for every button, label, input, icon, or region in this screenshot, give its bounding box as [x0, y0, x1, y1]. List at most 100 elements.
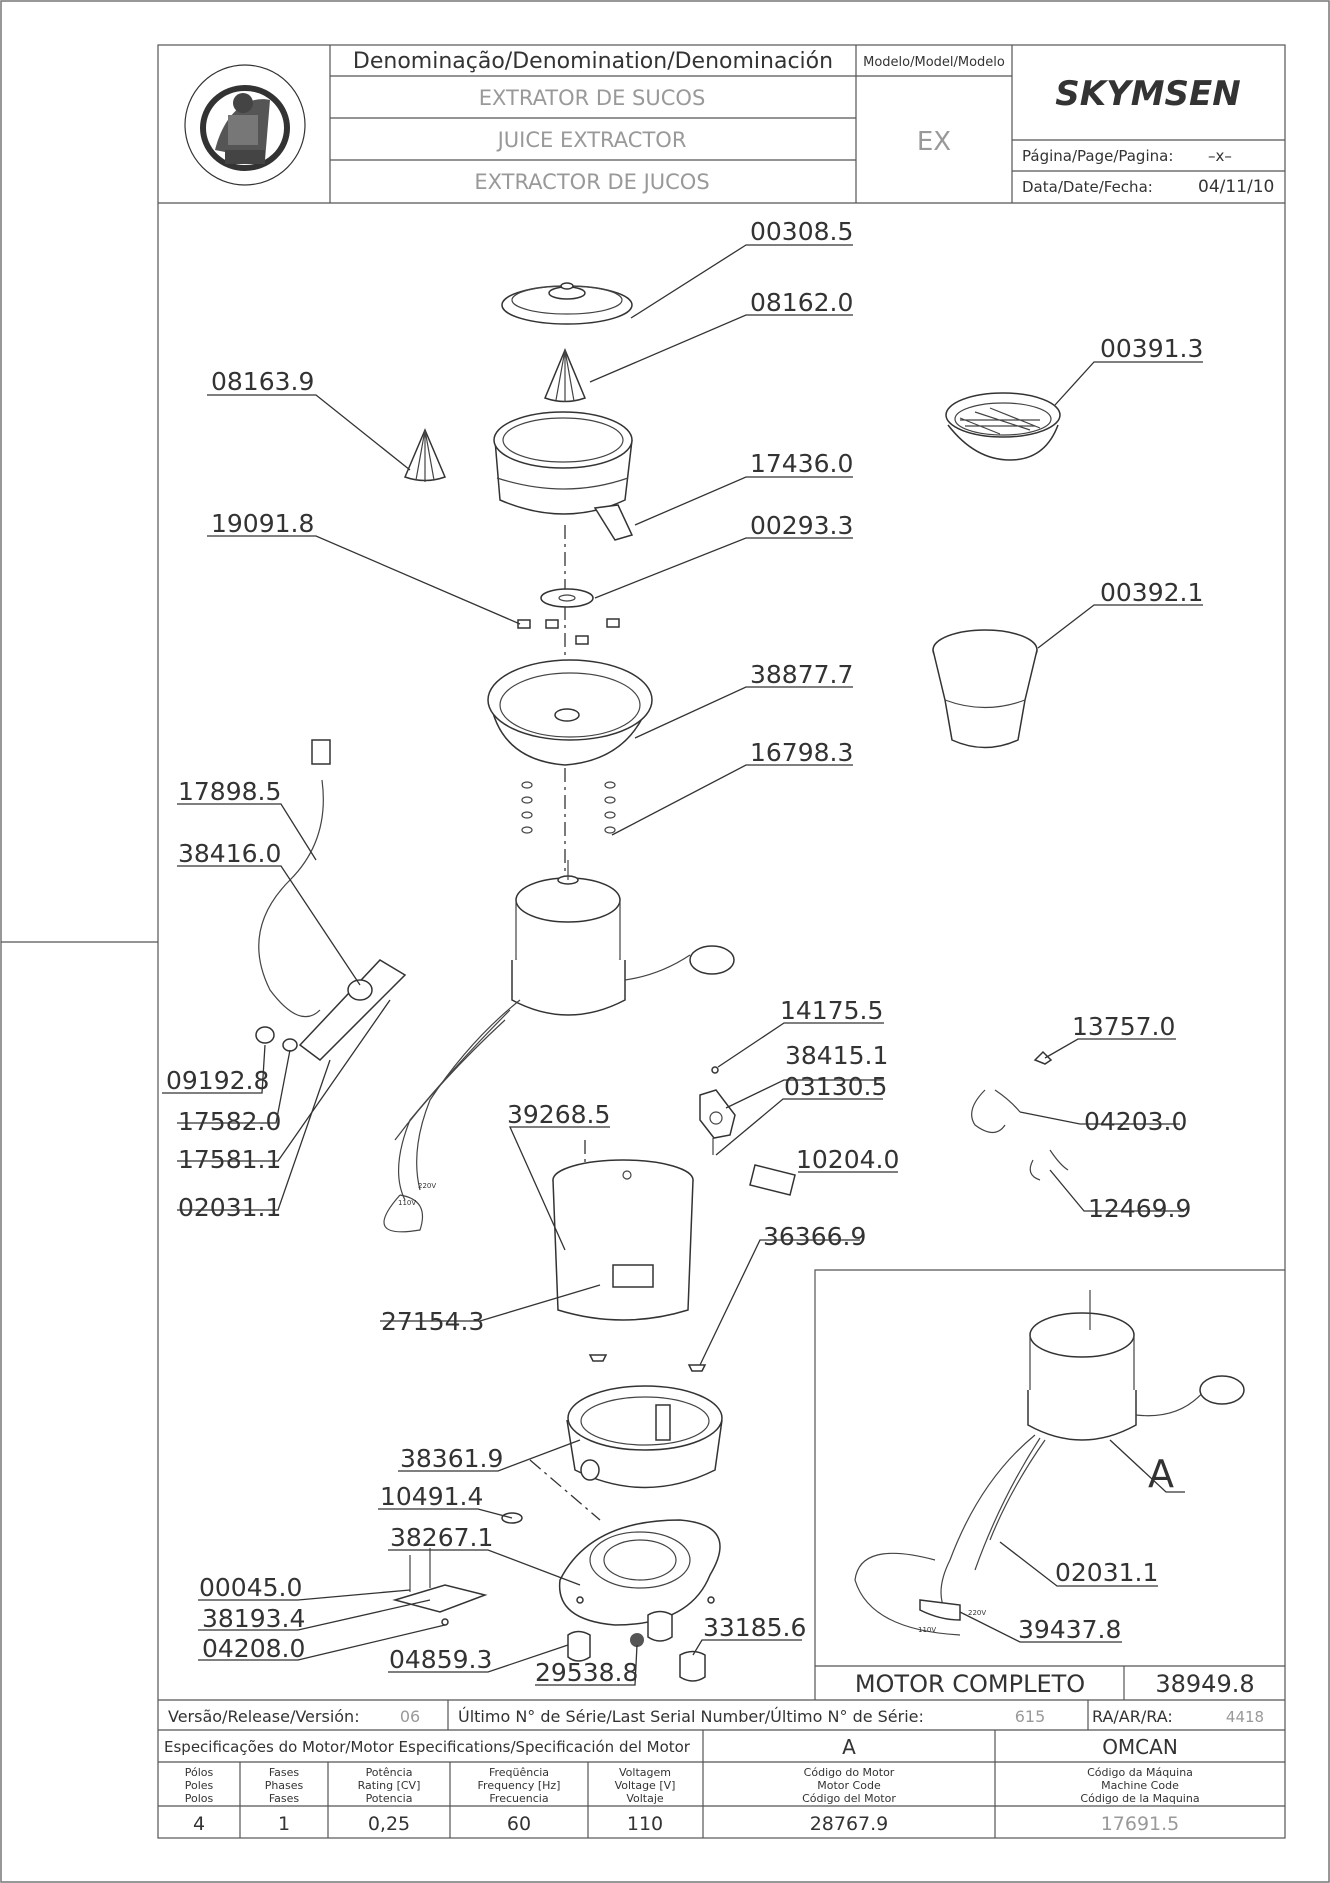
power-value: 0,25	[368, 1813, 410, 1835]
col-header: Código del Motor	[802, 1792, 896, 1805]
phases-value: 1	[278, 1813, 290, 1835]
part-label: 00293.3	[750, 511, 853, 540]
col-header: Voltaje	[626, 1792, 664, 1805]
part-label: 38416.0	[178, 839, 281, 868]
page-label: Página/Page/Pagina:	[1022, 147, 1173, 165]
col-header: Voltage [V]	[615, 1779, 676, 1792]
frequency-value: 60	[507, 1813, 531, 1835]
part-label: 38361.9	[400, 1444, 503, 1473]
serial-value: 615	[1015, 1707, 1046, 1726]
part-label: 33185.6	[703, 1613, 806, 1642]
part-label: 12469.9	[1088, 1194, 1191, 1223]
part-label: 17582.0	[178, 1107, 281, 1136]
part-label: 08163.9	[211, 367, 314, 396]
page-value: –x–	[1208, 147, 1232, 165]
part-label: 38193.4	[202, 1604, 305, 1633]
part-label: 38877.7	[750, 660, 853, 689]
col-header: Rating [CV]	[358, 1779, 421, 1792]
part-label: 00392.1	[1100, 578, 1203, 607]
col-header: Código da Máquina	[1087, 1766, 1193, 1779]
motor-complete-inset: A 02031.1 39437.8 MOTOR COMPLETO 38949.8	[814, 1269, 1285, 1700]
wire-label: 110V	[398, 1199, 416, 1207]
part-label: 39268.5	[507, 1100, 610, 1129]
col-header: Pólos	[185, 1766, 214, 1779]
col-header: Voltagem	[619, 1766, 671, 1779]
version-label: Versão/Release/Versión:	[168, 1707, 360, 1726]
serial-label: Último N° de Série/Last Serial Number/Úl…	[458, 1707, 924, 1726]
col-header: Motor Code	[817, 1779, 881, 1792]
date-label: Data/Date/Fecha:	[1022, 178, 1153, 196]
col-header: Código do Motor	[804, 1766, 895, 1779]
part-label: 27154.3	[381, 1307, 484, 1336]
part-label: 29538.8	[535, 1658, 638, 1687]
part-label: 38267.1	[390, 1523, 493, 1552]
ra-label: RA/AR/RA:	[1092, 1707, 1173, 1726]
col-header: Polos	[185, 1792, 214, 1805]
leader-lines	[162, 244, 1203, 1686]
inset-callout-letter: A	[1148, 1452, 1174, 1496]
specs-title: Especificações do Motor/Motor Especifica…	[164, 1738, 691, 1756]
machine-column-title: OMCAN	[1102, 1735, 1178, 1759]
col-header: Phases	[265, 1779, 304, 1792]
name-portuguese: EXTRATOR DE SUCOS	[479, 86, 706, 110]
part-label: 17436.0	[750, 449, 853, 478]
wire-label: 220V	[418, 1182, 436, 1190]
col-header: Código de la Maquina	[1080, 1792, 1199, 1805]
part-label: 09192.8	[166, 1066, 269, 1095]
exploded-drawing	[255, 282, 1069, 1682]
motor-specs-table: Especificações do Motor/Motor Especifica…	[158, 1730, 1285, 1838]
date-value: 04/11/10	[1198, 177, 1274, 197]
col-header: Frecuencia	[489, 1792, 548, 1805]
voltage-value: 110	[627, 1813, 663, 1835]
part-labels: 00308.5 08162.0 08163.9 00391.3 17436.0 …	[166, 217, 1203, 1687]
denomination-label: Denominação/Denomination/Denominación	[353, 49, 833, 74]
name-english: JUICE EXTRACTOR	[496, 128, 687, 152]
version-value: 06	[400, 1707, 420, 1726]
part-label: 00308.5	[750, 217, 853, 246]
wire-label: 220V	[968, 1609, 986, 1617]
part-label: 08162.0	[750, 288, 853, 317]
col-header: Potência	[366, 1766, 413, 1779]
col-header: Freqüência	[489, 1766, 549, 1779]
machine-code-value: 17691.5	[1101, 1813, 1180, 1835]
title-block	[158, 45, 1285, 204]
col-header: Fases	[269, 1792, 300, 1805]
brand-logo: SKYMSEN	[1055, 74, 1240, 114]
model-label: Modelo/Model/Modelo	[863, 55, 1005, 70]
motor-code-value: 28767.9	[810, 1813, 889, 1835]
name-spanish: EXTRACTOR DE JUCOS	[474, 170, 709, 194]
inset-part-label: 02031.1	[1055, 1558, 1158, 1587]
part-label: 38415.1	[785, 1041, 888, 1070]
motor-column-title: A	[842, 1735, 856, 1759]
part-label: 16798.3	[750, 738, 853, 767]
part-label: 10204.0	[796, 1145, 899, 1174]
part-label: 19091.8	[211, 509, 314, 538]
part-label: 14175.5	[780, 996, 883, 1025]
model-value: EX	[917, 127, 951, 157]
authorized-service-logo	[184, 64, 306, 186]
col-header: Poles	[185, 1779, 214, 1792]
part-label: 04203.0	[1084, 1107, 1187, 1136]
part-label: 04208.0	[202, 1634, 305, 1663]
col-header: Frequency [Hz]	[478, 1779, 561, 1792]
part-label: 36366.9	[763, 1222, 866, 1251]
ra-value: 4418	[1226, 1708, 1264, 1726]
inset-part-label: 39437.8	[1018, 1615, 1121, 1644]
drawing-frame	[157, 44, 1286, 1839]
poles-value: 4	[193, 1813, 205, 1835]
inset-code: 38949.8	[1155, 1670, 1254, 1698]
part-label: 00391.3	[1100, 334, 1203, 363]
part-label: 17898.5	[178, 777, 281, 806]
release-row: Versão/Release/Versión: 06 Último N° de …	[158, 1699, 1285, 1731]
col-header: Potencia	[366, 1792, 413, 1805]
col-header: Machine Code	[1101, 1779, 1179, 1792]
col-header: Fases	[269, 1766, 300, 1779]
inset-title: MOTOR COMPLETO	[855, 1670, 1085, 1698]
part-label: 10491.4	[380, 1482, 483, 1511]
part-label: 13757.0	[1072, 1012, 1175, 1041]
part-label: 03130.5	[784, 1072, 887, 1101]
wire-label: 110V	[918, 1626, 936, 1634]
part-label: 17581.1	[178, 1145, 281, 1174]
part-label: 02031.1	[178, 1193, 281, 1222]
